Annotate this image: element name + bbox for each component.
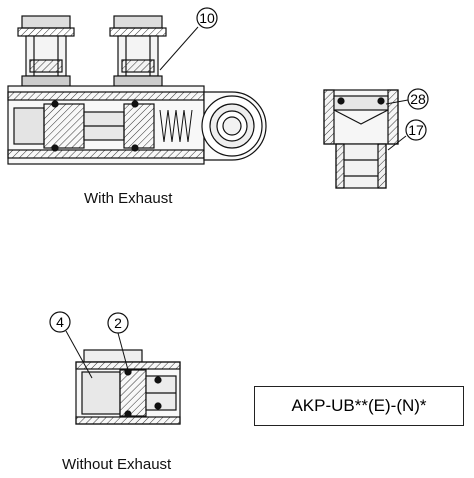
callout-10: 10 bbox=[159, 7, 218, 71]
right-port-fitting bbox=[109, 15, 167, 87]
model-code-box: AKP-UB**(E)-(N)* bbox=[254, 386, 464, 426]
callout-4-label: 4 bbox=[56, 314, 64, 330]
left-port-fitting bbox=[17, 15, 75, 87]
callout-17: 17 bbox=[387, 119, 427, 151]
main-body bbox=[7, 85, 205, 165]
with-exhaust-caption: With Exhaust bbox=[84, 190, 173, 207]
callout-17-label: 17 bbox=[408, 122, 424, 138]
exhaust-ring-end bbox=[201, 91, 267, 161]
callout-2-label: 2 bbox=[114, 315, 122, 331]
side-view-drawing bbox=[323, 89, 399, 189]
with-exhaust-drawing bbox=[7, 15, 267, 165]
callout-28-label: 28 bbox=[410, 91, 426, 107]
callout-4: 4 bbox=[49, 311, 93, 379]
callout-2: 2 bbox=[107, 312, 129, 371]
callout-28: 28 bbox=[385, 88, 429, 110]
callout-10-label: 10 bbox=[199, 10, 215, 26]
without-exhaust-drawing bbox=[75, 349, 181, 425]
without-exhaust-caption: Without Exhaust bbox=[62, 456, 172, 473]
